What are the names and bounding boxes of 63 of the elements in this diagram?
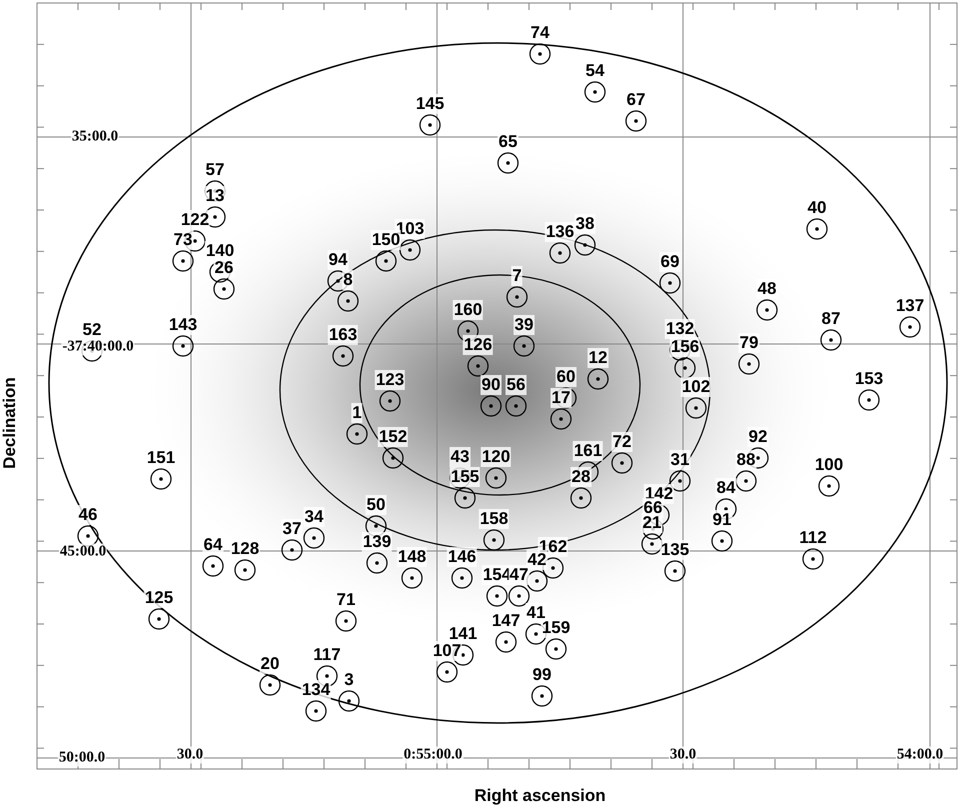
source-number: 126: [462, 335, 494, 355]
source-number: 48: [756, 279, 778, 299]
source-number: 26: [214, 258, 234, 278]
axis-tick-label: 30.0: [176, 746, 204, 764]
source-number: 135: [660, 540, 690, 560]
source-number: 7: [511, 266, 523, 286]
axis-tick-label: -37:40:00.0: [61, 338, 135, 356]
source-number: 60: [556, 367, 576, 387]
source-number: 154: [482, 565, 512, 585]
source-number: 156: [670, 337, 700, 357]
source-number: 73: [172, 230, 194, 250]
source-number: 84: [716, 478, 736, 498]
source-number: 88: [736, 450, 756, 470]
source-number: 17: [550, 388, 572, 408]
source-number: 160: [452, 300, 484, 320]
axis-tick-label: 50:00.0: [58, 750, 106, 766]
source-number: 161: [572, 441, 604, 461]
source-number: 20: [260, 654, 280, 674]
source-number: 107: [432, 641, 462, 661]
source-number: 122: [180, 210, 210, 230]
source-number: 90: [480, 375, 502, 395]
source-number: 38: [574, 214, 596, 234]
source-number: 120: [480, 447, 512, 467]
source-number: 21: [642, 513, 662, 533]
source-number: 39: [514, 315, 534, 335]
source-number: 91: [712, 510, 732, 530]
source-number: 43: [450, 447, 470, 467]
source-number: 145: [414, 94, 446, 114]
axis-tick-label: 0:55:00.0: [402, 746, 464, 764]
source-number: 1: [351, 403, 363, 423]
source-number: 8: [342, 270, 354, 290]
source-number: 159: [540, 618, 572, 638]
source-number: 79: [738, 333, 760, 353]
source-number: 69: [660, 252, 680, 272]
source-number: 56: [506, 375, 526, 395]
axis-tick-label: 54:00.0: [896, 746, 944, 764]
source-number: 158: [478, 509, 510, 529]
source-number: 163: [328, 325, 358, 345]
source-number: 37: [282, 519, 302, 539]
source-number: 34: [304, 507, 324, 527]
source-number: 143: [168, 315, 198, 335]
source-number: 125: [144, 588, 174, 608]
source-number: 47: [508, 565, 530, 585]
source-number: 123: [374, 370, 406, 390]
source-number: 72: [612, 432, 632, 452]
source-number: 155: [450, 467, 480, 487]
source-number: 139: [362, 532, 392, 552]
source-number: 102: [680, 377, 712, 397]
source-number: 12: [588, 348, 608, 368]
axis-title: Right ascension: [473, 786, 607, 806]
source-number: 148: [396, 547, 428, 567]
source-number: 132: [664, 319, 696, 339]
source-number: 28: [570, 467, 592, 487]
source-number: 92: [748, 427, 768, 447]
source-number: 94: [328, 250, 348, 270]
source-number: 46: [78, 505, 98, 525]
source-number: 146: [446, 547, 478, 567]
source-number: 134: [300, 680, 332, 700]
source-number: 50: [366, 495, 386, 515]
axis-tick-label: 30.0: [668, 746, 698, 764]
source-number: 136: [544, 222, 576, 242]
source-number: 31: [670, 450, 690, 470]
source-number: 152: [378, 427, 408, 447]
